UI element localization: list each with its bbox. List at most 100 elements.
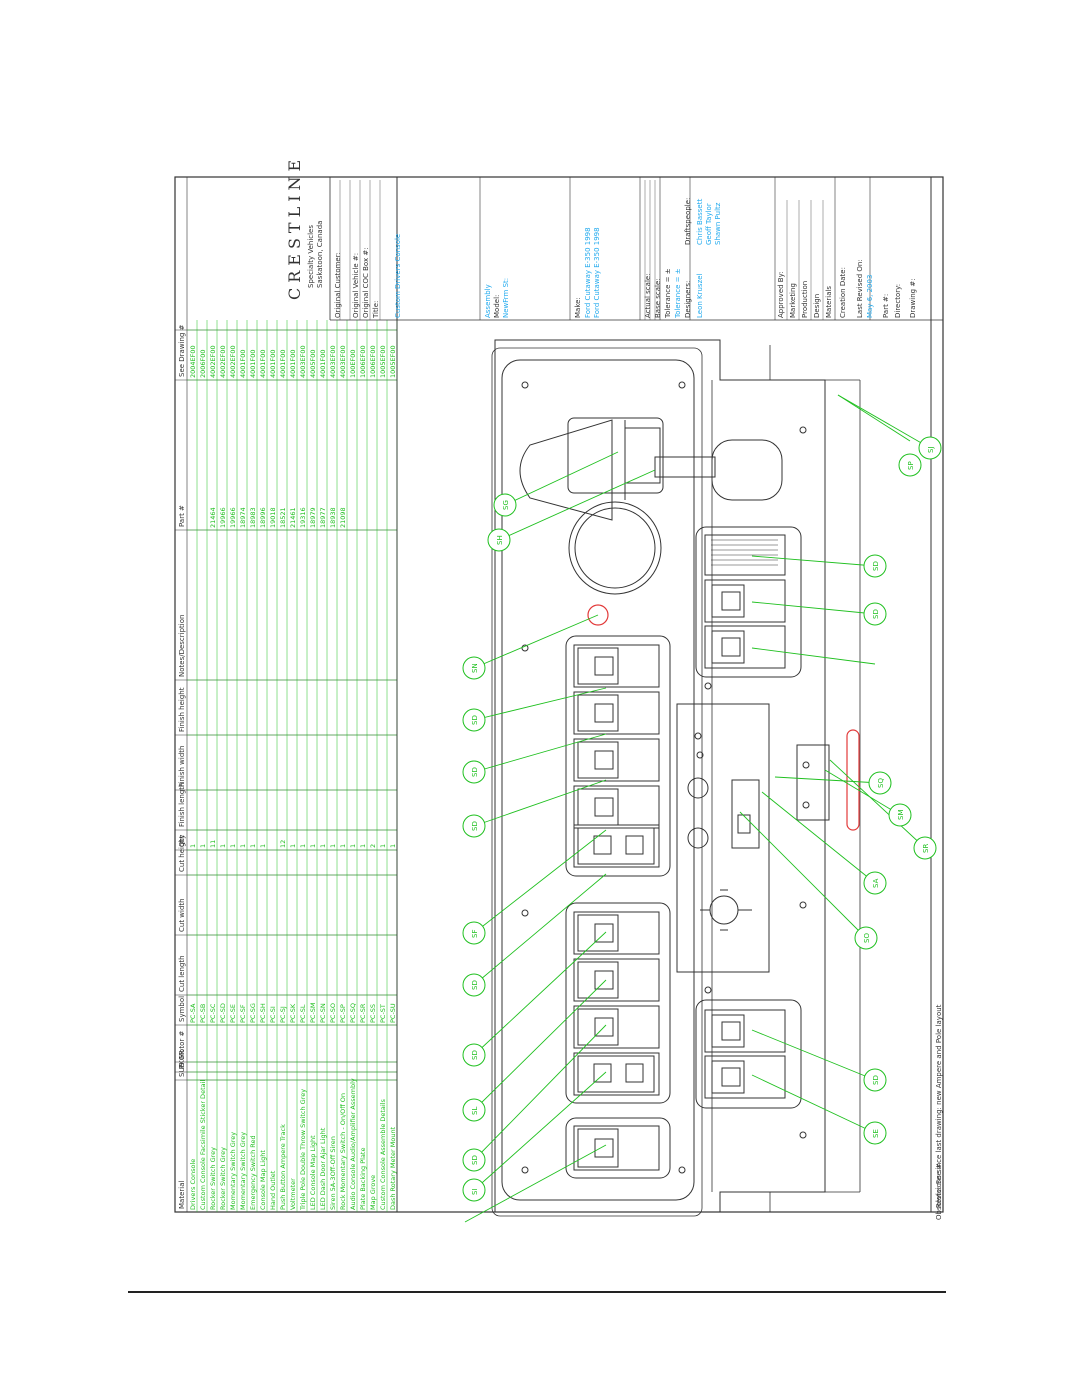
- tb-materials: Materials: [825, 286, 833, 318]
- left-top-switch-bank: [565, 635, 671, 877]
- bom-drawing-cell: 4001F00: [269, 349, 277, 378]
- bom-header-cell: Symbol: [178, 996, 186, 1022]
- tb-make-value1: Ford Cutaway E-350 1998: [584, 227, 592, 318]
- bom-header-cell: SUB: [178, 1062, 186, 1077]
- bom-qty-cell: 1: [349, 844, 357, 848]
- bom-drawing-cell: 4005F00: [309, 349, 317, 378]
- bom-symbol-cell: PC-SI: [269, 1006, 277, 1023]
- bom-part-cell: 19966: [229, 507, 237, 528]
- tb-tolerance2: Tolerance = ±: [674, 268, 682, 319]
- left-bottom-switch-bank: [565, 902, 671, 1179]
- bom-symbol-cell: PC-SE: [229, 1004, 237, 1023]
- bom-material-cell: Custom Console Facsimile Sticker Detail: [199, 1080, 207, 1210]
- tb-title-value: Custom Drivers Console: [394, 234, 402, 318]
- tb-part-label: Part #:: [882, 294, 890, 318]
- bom-symbol-cell: PC-SP: [339, 1004, 347, 1023]
- bom-symbol-cell: PC-SS: [369, 1004, 377, 1023]
- callout-label: SH: [496, 535, 504, 545]
- bom-header-cell: Cut width: [178, 898, 186, 932]
- bom-qty-cell: 1: [299, 844, 307, 848]
- callout-bubble: [863, 602, 887, 626]
- tb-last-revised-value: May 6, 2003: [866, 275, 874, 318]
- bom-symbol-cell: PC-SL: [299, 1004, 307, 1023]
- callout-label: SL: [471, 1107, 479, 1115]
- bom-header-cell: PKGR: [178, 1050, 186, 1069]
- tb-original-coc: Original COC Box #:: [362, 247, 370, 318]
- console-inner-plate: [501, 359, 695, 1201]
- bom-symbol-cell: PC-SO: [329, 1003, 337, 1023]
- bom-drawing-cell: 4001F00: [259, 349, 267, 378]
- callouts: SGSHSNSDSDSDSFSDSDSLSDSISJSPSDSDSQSMSRSA…: [462, 436, 942, 1202]
- bom-drawing-cell: 4001F00: [239, 349, 247, 378]
- bom-symbol-cell: PC-SN: [319, 1003, 327, 1023]
- title-block: CRESTLINE Specialty Vehicles Saskatoon, …: [174, 155, 943, 1212]
- bom-symbol-cell: PC-SG: [249, 1003, 257, 1023]
- tb-original-vehicle: Original Vehicle #:: [352, 253, 360, 318]
- callout-label: SD: [872, 609, 880, 619]
- right-upper-switch-panel: [695, 526, 802, 678]
- callout-label: SO: [863, 933, 871, 943]
- tb-draftspeople-label: Draftspeople:: [684, 198, 692, 245]
- bom-part-cell: 19966: [219, 507, 227, 528]
- tb-make-label: Make:: [574, 297, 582, 318]
- console-drawing: [491, 339, 861, 1217]
- callout-bubble: [898, 453, 922, 477]
- revision-note: Revisions since last drawing: new Ampere…: [935, 1004, 943, 1208]
- bom-header-cell: Finish width: [178, 746, 186, 787]
- tb-assembly-label: Assembly: [484, 284, 492, 318]
- bom-qty-cell: 11: [209, 840, 217, 848]
- bom-part-cell: 18996: [259, 507, 267, 528]
- tb-draft-value1: Chris Bassett: [696, 199, 704, 245]
- bom-header-cell: Notes/Description: [178, 615, 186, 677]
- callout-label: SP: [907, 461, 915, 470]
- callout-bubble: [487, 528, 511, 552]
- callout-label: SD: [872, 561, 880, 571]
- tb-actual-scale: Actual scale:: [644, 273, 652, 318]
- tb-tolerance1: Tolerance = ±: [664, 268, 672, 319]
- callout-bubble: [888, 803, 912, 827]
- bom-header-cell: Material: [178, 1181, 186, 1209]
- obsolete-note: Obsolete: See #: [935, 1163, 943, 1220]
- bom-drawing-cell: 100EF00: [349, 349, 357, 378]
- bom-qty-cell: 1: [289, 844, 297, 848]
- bom-symbol-cell: PC-SU: [389, 1003, 397, 1023]
- bom-material-cell: Hand Outlet: [269, 1170, 277, 1210]
- bom-header-cell: Qty: [178, 835, 186, 847]
- tb-original-customer: Original Customer:: [334, 252, 342, 318]
- callout-bubble: [854, 926, 878, 950]
- bom-symbol-cell: PC-SH: [259, 1003, 267, 1023]
- callout-label: SD: [471, 715, 479, 725]
- bom-drawing-cell: 4002EF00: [209, 345, 217, 378]
- bom-qty-cell: 1: [379, 844, 387, 848]
- bom-symbol-cell: PC-SM: [309, 1002, 317, 1023]
- tb-production: Production: [801, 281, 809, 318]
- tb-drawing-label: Drawing #:: [909, 278, 917, 318]
- callout-bubble: [493, 493, 517, 517]
- bom-material-cell: Dash Rotary Meter Mount: [389, 1126, 397, 1210]
- callout-label: SD: [471, 1050, 479, 1060]
- callout-label: SA: [872, 878, 880, 888]
- bom-part-cell: 18521: [279, 507, 287, 528]
- callout-bubble: [462, 1098, 486, 1122]
- tb-marketing: Marketing: [789, 283, 797, 318]
- bom-material-cell: Rock Momentary Switch - On/Off On: [339, 1093, 347, 1210]
- bom-drawing-cell: 4003EF00: [339, 345, 347, 378]
- bom-material-cell: Audio Console Audio/Amplifier Assembly: [349, 1078, 357, 1210]
- bom-drawing-cell: 4002EF00: [229, 345, 237, 378]
- tb-designer-value: Leon Kruszel: [696, 273, 704, 318]
- callout-label: SD: [872, 1075, 880, 1085]
- bom-material-cell: Voltmeter: [289, 1178, 297, 1210]
- callout-label: SE: [872, 1129, 880, 1138]
- bom-material-cell: Siren 5A-3Off-Off Siren: [329, 1136, 337, 1210]
- door-ajar-led: [587, 604, 609, 626]
- callout-bubble: [462, 656, 486, 680]
- bom-drawing-cell: 4001F00: [319, 349, 327, 378]
- bom-header-cell: See Drawing #: [178, 324, 186, 377]
- bom-symbol-cell: PC-SF: [239, 1004, 247, 1023]
- bom-part-cell: 18979: [309, 507, 317, 528]
- tb-draft-value2: Geoff Taylor: [705, 203, 713, 245]
- tb-model-label: Model:: [493, 295, 501, 318]
- bom-drawing-cell: 4001F00: [289, 349, 297, 378]
